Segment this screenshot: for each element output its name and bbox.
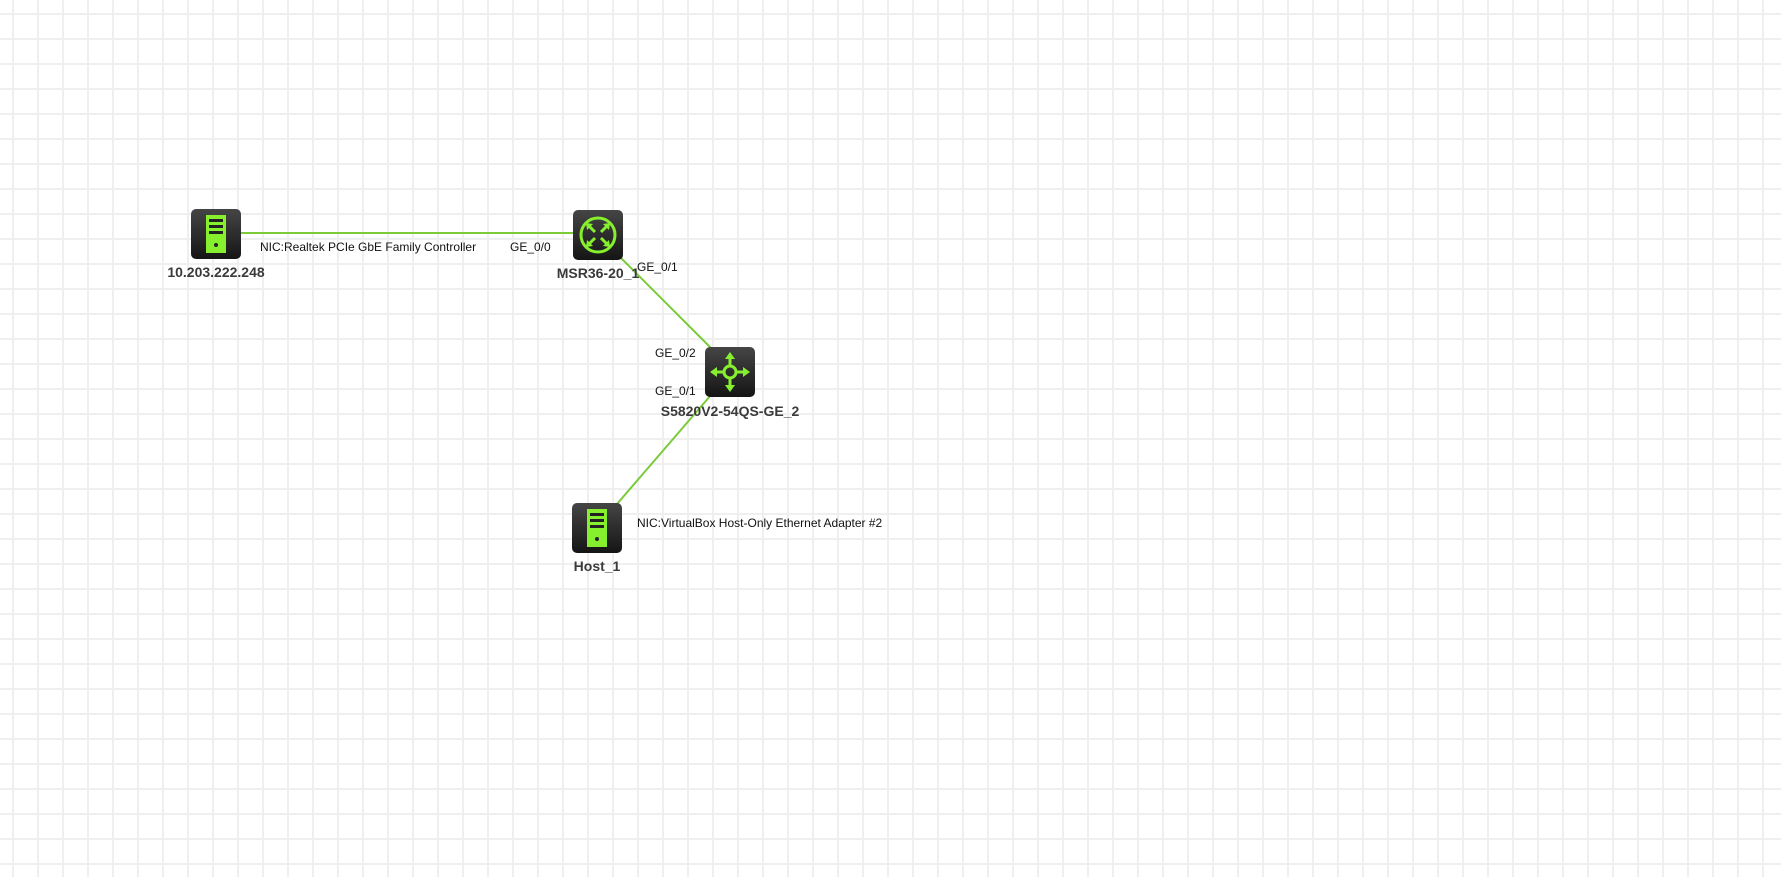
server-icon (587, 509, 607, 547)
node-switch[interactable] (705, 347, 755, 397)
port-label-server-nic: NIC:Realtek PCIe GbE Family Controller (260, 240, 477, 254)
port-label-switch-ge01: GE_0/1 (655, 384, 696, 398)
router-icon (579, 216, 617, 254)
node-name-host: Host_1 (573, 558, 621, 574)
link-switch-host[interactable] (616, 394, 712, 505)
link-router-switch[interactable] (619, 256, 713, 350)
port-label-router-ge00: GE_0/0 (510, 240, 551, 254)
port-label-host-nic: NIC:VirtualBox Host-Only Ethernet Adapte… (637, 516, 883, 530)
node-name-switch: S5820V2-54QS-GE_2 (660, 403, 800, 419)
server-icon (206, 215, 226, 253)
node-router[interactable] (573, 210, 623, 260)
node-name-server: 10.203.222.248 (167, 264, 265, 280)
node-server[interactable] (191, 209, 241, 259)
port-label-switch-ge02: GE_0/2 (655, 346, 696, 360)
switch-icon (710, 352, 750, 392)
port-label-router-ge01: GE_0/1 (637, 260, 678, 274)
node-name-router: MSR36-20_1 (556, 265, 640, 281)
node-host[interactable] (572, 503, 622, 553)
